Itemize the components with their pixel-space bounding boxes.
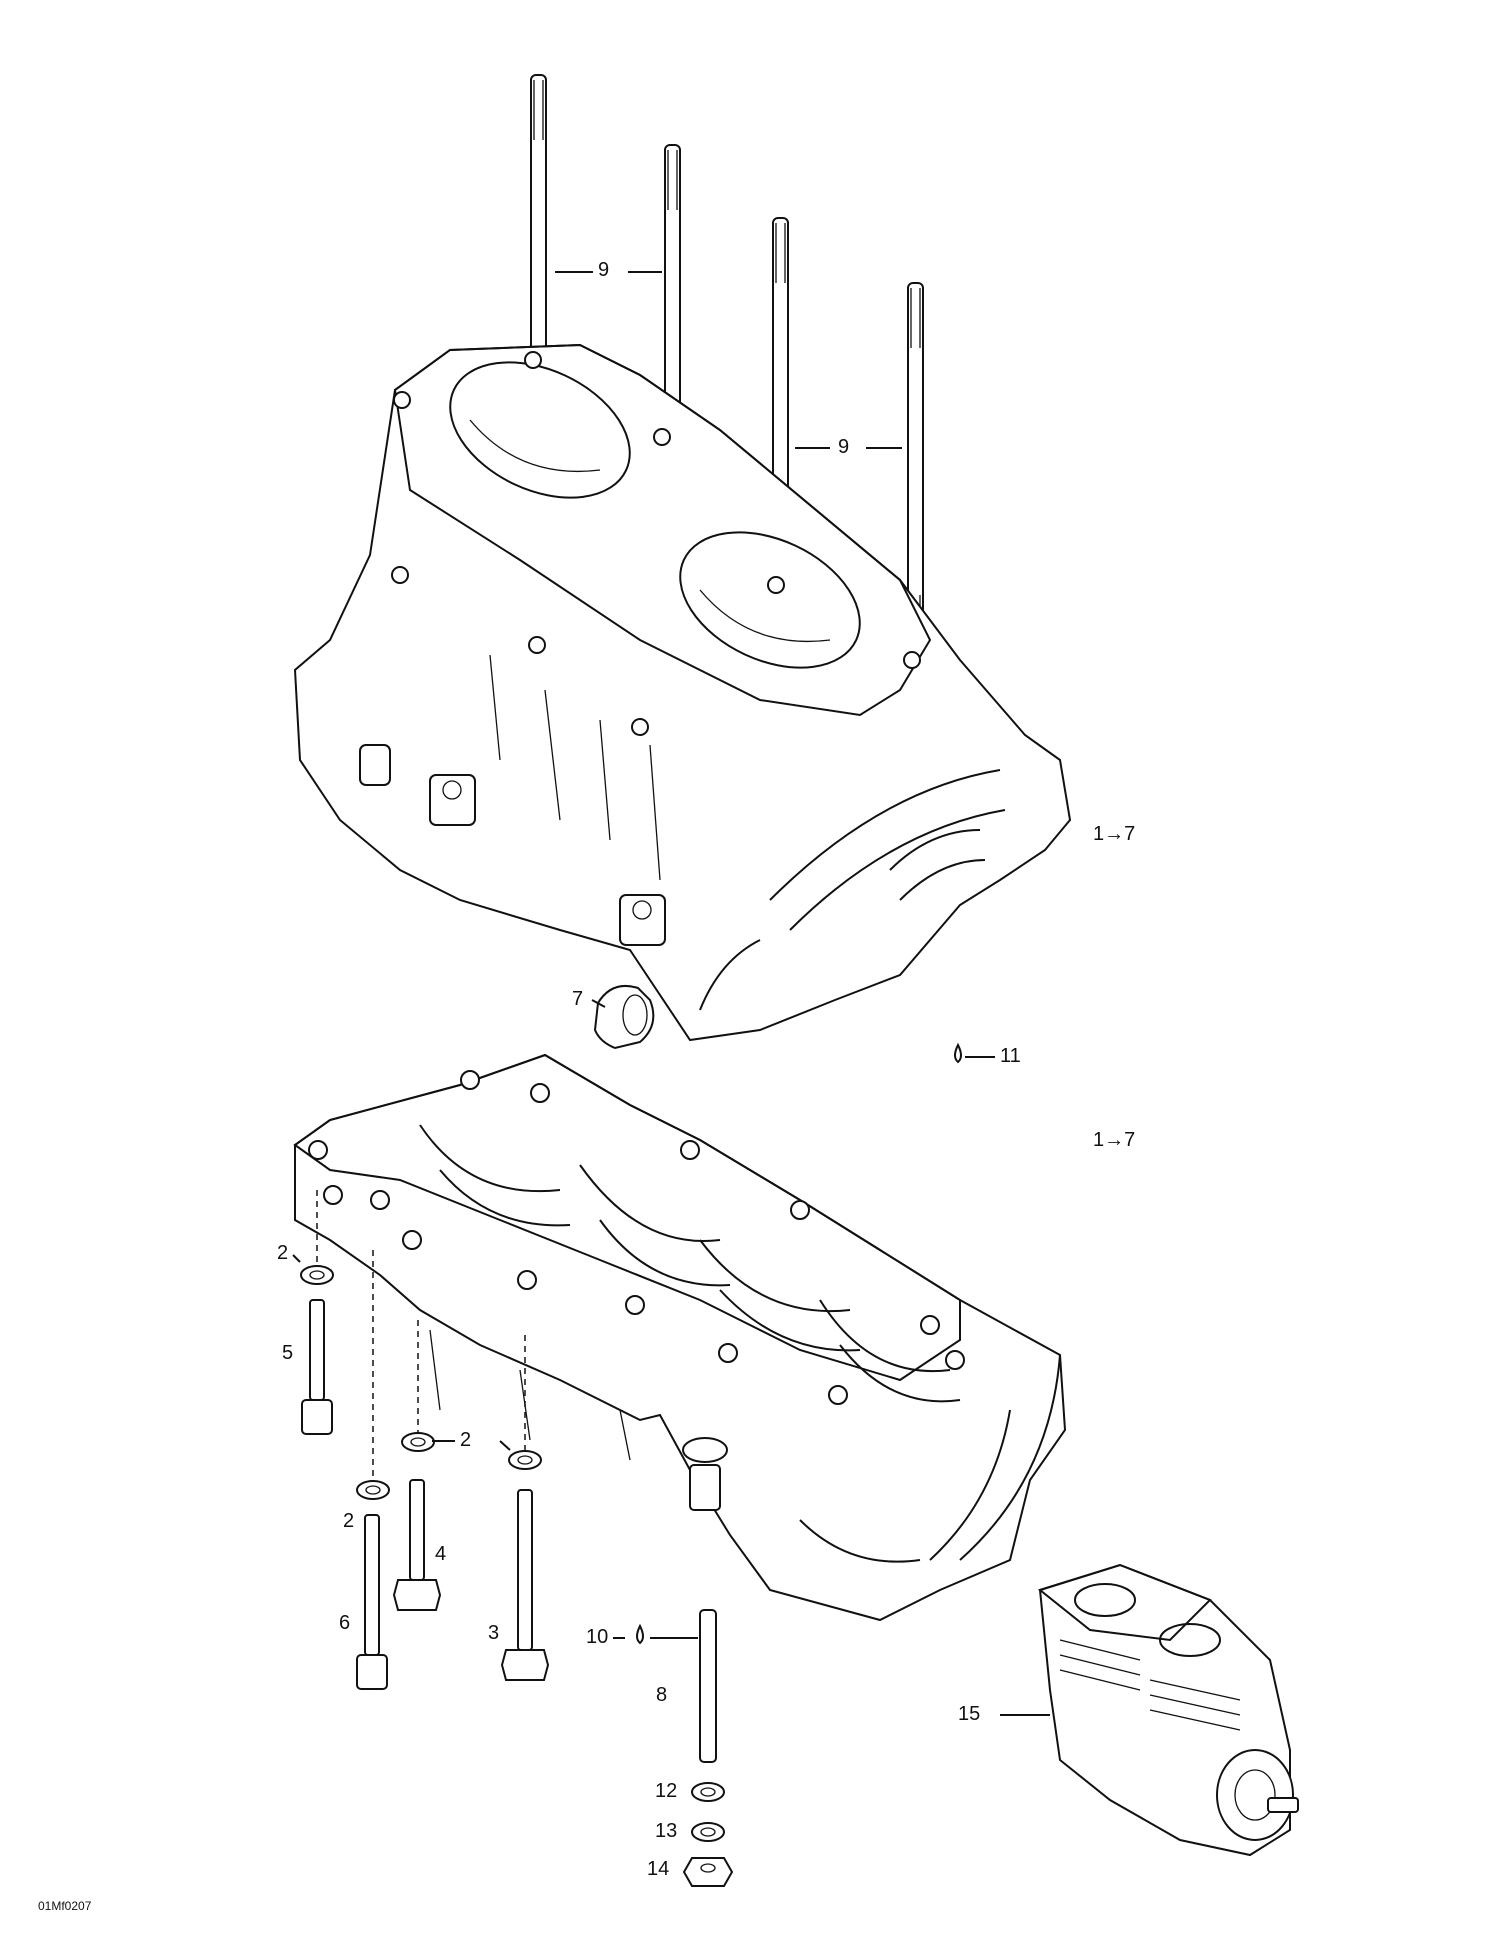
callout-9: 9 <box>838 436 850 458</box>
callout-6: 6 <box>339 1612 351 1634</box>
lower-crankcase <box>293 1053 1067 1622</box>
callout-5: 5 <box>282 1342 294 1364</box>
callout-10: 10 <box>586 1626 609 1648</box>
callout-14: 14 <box>647 1858 670 1880</box>
seal-7 <box>593 984 655 1050</box>
callout-12: 12 <box>655 1780 678 1802</box>
bolt-5 <box>301 1299 333 1435</box>
callout-1-to-7: 1→7 <box>1093 823 1136 845</box>
callout-2: 2 <box>343 1510 355 1532</box>
callout-3: 3 <box>488 1622 500 1644</box>
washer-2-c <box>508 1450 542 1470</box>
callout-1-to-7: 1→7 <box>1093 1129 1136 1151</box>
callout-8: 8 <box>656 1684 668 1706</box>
washer-2-a <box>300 1265 334 1285</box>
washer-13 <box>691 1822 725 1842</box>
callout-13: 13 <box>655 1820 678 1842</box>
callout-4: 4 <box>435 1543 447 1565</box>
washer-12 <box>691 1782 725 1802</box>
callout-9: 9 <box>598 259 610 281</box>
figure-code: 01Mf0207 <box>38 1899 92 1913</box>
callout-11: 11 <box>1000 1045 1021 1067</box>
callout-15: 15 <box>958 1703 981 1725</box>
callout-2: 2 <box>460 1429 472 1451</box>
bolt-4 <box>392 1479 442 1611</box>
callout-2: 2 <box>277 1242 289 1264</box>
upper-crankcase <box>293 343 1072 1042</box>
callout-7: 7 <box>572 988 584 1010</box>
engine-assembly-15 <box>1037 1563 1299 1857</box>
washer-2-b <box>401 1432 435 1452</box>
bolt-6 <box>356 1514 388 1690</box>
stud-8 <box>699 1609 717 1763</box>
nut-14 <box>682 1857 734 1887</box>
bolt-3 <box>500 1489 550 1681</box>
washer-2-d <box>356 1480 390 1500</box>
